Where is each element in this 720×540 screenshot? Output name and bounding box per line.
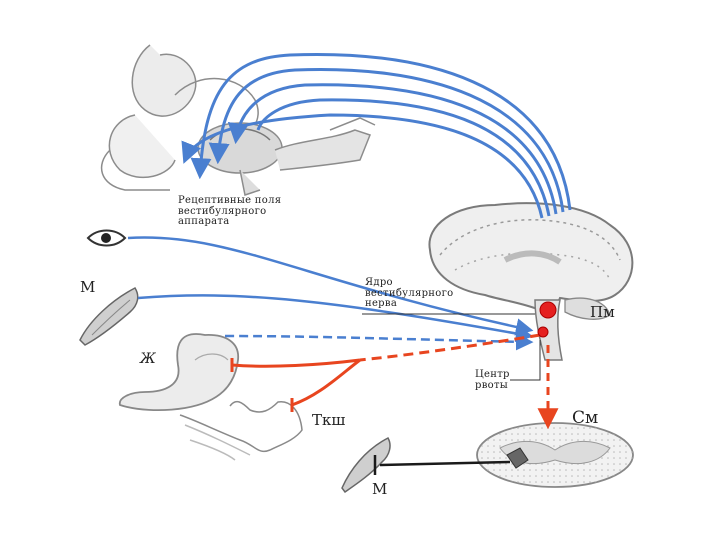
vomiting-center-label: Центр рвоты (475, 369, 510, 391)
muscle-label-bottom: М (372, 480, 388, 498)
intestine-label: Ткш (312, 411, 346, 429)
label-leader-lines (362, 313, 541, 381)
spinal-cord-label: См (572, 408, 599, 428)
sensory-afferent-paths (127, 236, 534, 351)
vomiting-efferent-paths (230, 333, 559, 430)
spinal-cord-icon (476, 422, 634, 488)
vestibular-afferent-paths (181, 53, 572, 219)
medulla-label: Пм (590, 303, 615, 321)
muscle-icon-bottom (341, 437, 391, 494)
vomiting-center (537, 326, 549, 338)
stomach-icon (118, 333, 239, 412)
stomach-label: Ж (140, 351, 156, 367)
intestine-icon (179, 400, 303, 461)
inner-ear-icon (100, 44, 376, 196)
muscle-icon (79, 287, 139, 346)
muscle-label-top: М (80, 278, 96, 296)
motor-path (373, 455, 511, 475)
vestibular-nucleus (539, 301, 557, 319)
nucleus-label: Ядро вестибулярного нерва (365, 277, 454, 309)
eye-icon (86, 229, 127, 247)
receptive-fields-label: Рецептивные поля вестибулярного аппарата (178, 195, 282, 227)
